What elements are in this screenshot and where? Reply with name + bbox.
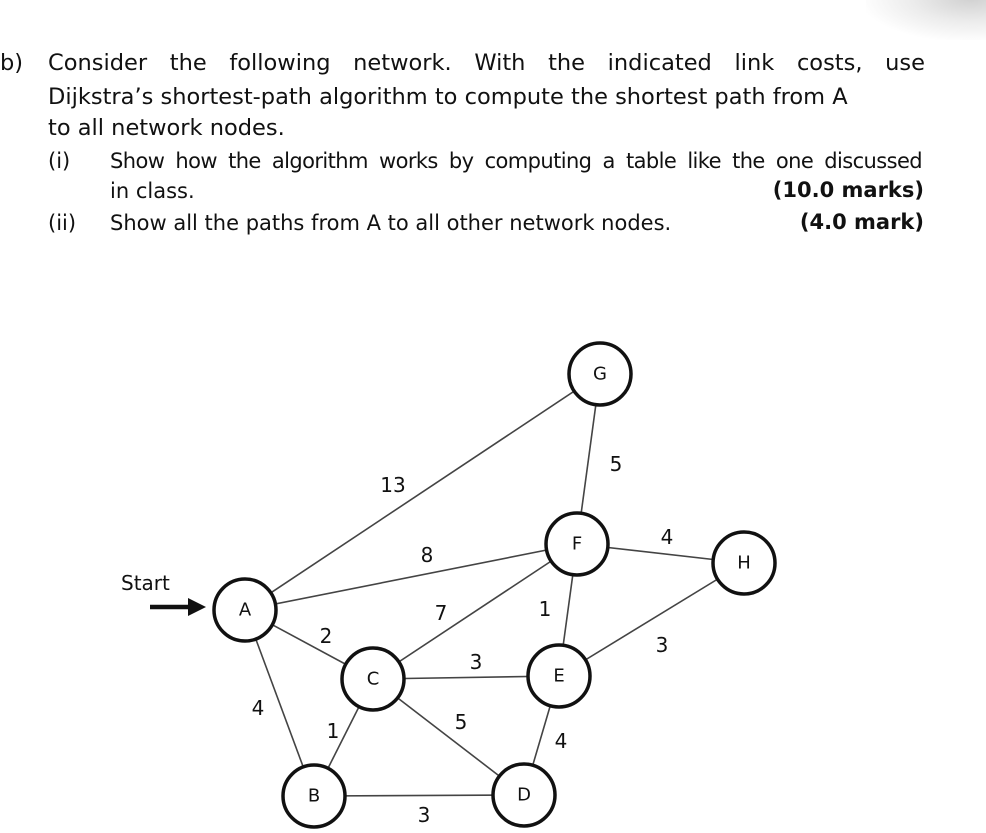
svg-text:4: 4: [555, 729, 568, 753]
svg-text:2: 2: [320, 624, 333, 648]
question-line-1: Consider the following network. With the…: [48, 50, 925, 76]
node-f: F: [544, 511, 610, 577]
svg-text:13: 13: [380, 473, 405, 497]
svg-text:1: 1: [539, 597, 552, 621]
svg-text:8: 8: [421, 543, 434, 567]
edge-e-h: 3: [558, 562, 745, 677]
svg-text:4: 4: [252, 696, 265, 720]
node-c: C: [340, 646, 406, 712]
part-i-text-line-2: in class.: [110, 179, 195, 203]
question-line-2: Dijkstra’s shortest-path algorithm to co…: [48, 84, 848, 110]
part-i-number: (i): [48, 149, 71, 173]
node-d: D: [491, 762, 557, 828]
question-line-3: to all network nodes.: [48, 115, 285, 141]
svg-text:4: 4: [661, 525, 674, 549]
svg-text:G: G: [593, 364, 607, 385]
svg-text:5: 5: [455, 710, 468, 734]
svg-text:F: F: [572, 534, 582, 555]
svg-text:C: C: [367, 669, 380, 690]
svg-text:B: B: [308, 786, 320, 807]
part-ii-text: Show all the paths from A to all other n…: [110, 211, 672, 235]
question-prefix: b): [0, 50, 24, 76]
edge-b-d: 3: [313, 794, 525, 827]
start-label: Start: [121, 571, 170, 595]
svg-text:7: 7: [435, 601, 448, 625]
svg-text:A: A: [239, 600, 252, 621]
svg-text:3: 3: [656, 633, 669, 657]
edge-a-g: 13: [244, 373, 601, 611]
part-ii-marks: (4.0 mark): [799, 210, 924, 234]
start-indicator: Start: [121, 571, 206, 616]
node-b: B: [281, 763, 347, 829]
svg-text:H: H: [737, 553, 751, 574]
svg-text:5: 5: [610, 452, 623, 476]
svg-text:1: 1: [327, 719, 340, 743]
node-g: G: [567, 341, 633, 407]
svg-text:3: 3: [418, 803, 431, 827]
svg-text:E: E: [553, 666, 564, 687]
svg-text:D: D: [517, 785, 531, 806]
start-arrowhead-icon: [188, 598, 206, 616]
corner-shadow: [866, 0, 986, 40]
node-a: A: [212, 577, 278, 643]
edge-a-b: 4: [244, 609, 315, 797]
node-h: H: [711, 530, 777, 596]
part-i-marks: (10.0 marks): [772, 178, 924, 202]
edge-c-f: 7: [372, 543, 578, 680]
node-e: E: [526, 643, 592, 709]
edge-a-f: 8: [244, 543, 578, 611]
part-i-text-line-1: Show how the algorithm works by computin…: [110, 149, 923, 173]
part-ii-number: (ii): [48, 211, 77, 235]
svg-text:3: 3: [470, 650, 483, 674]
